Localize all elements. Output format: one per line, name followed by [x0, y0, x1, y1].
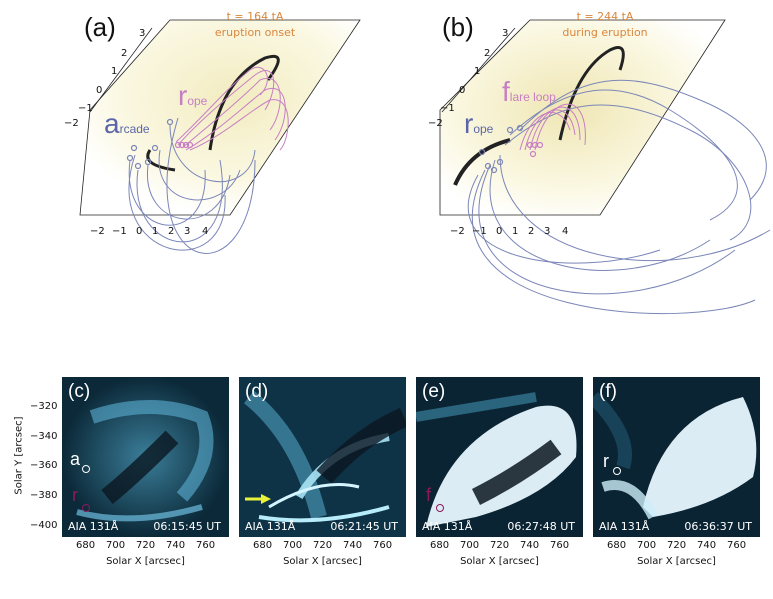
rope-label: rope [464, 108, 494, 139]
arrow-icon [245, 494, 271, 504]
time-label: 06:21:45 UT [330, 520, 398, 533]
ytick: −2 [428, 118, 443, 129]
ytick: 2 [121, 48, 128, 59]
xtick: −2 [450, 226, 465, 237]
instrument-label: AIA 131Å [245, 520, 296, 533]
current-sheet [208, 54, 280, 151]
panel-b: (b) t = 244 tA during eruption flare loo… [370, 0, 773, 320]
ytick: −2 [64, 118, 79, 129]
ytick: −1 [78, 103, 93, 114]
marker-r-label: r [72, 485, 78, 505]
panel-label: (b) [442, 12, 474, 42]
xtick: 1 [152, 226, 159, 237]
panel-c: (c) a r AIA 131Å 06:15:45 UT [62, 377, 229, 537]
marker-a-circle [82, 465, 90, 473]
marker-a-label: a [70, 449, 81, 469]
xtick: −1 [472, 226, 487, 237]
panel-b-drawing [439, 19, 771, 315]
x-axis-label: Solar X [arcsec] [106, 556, 185, 567]
xtick: 4 [562, 226, 569, 237]
panel-a: (a) t = 164 tA eruption onset rope arcad… [0, 0, 370, 300]
rope-loops [175, 67, 289, 151]
aia-image [416, 377, 583, 537]
xtick: 2 [168, 226, 175, 237]
flare-loops [519, 103, 586, 151]
panel-d: (d) AIA 131Å 06:21:45 UT [239, 377, 406, 537]
panel-label: (a) [84, 12, 116, 42]
time-label: t = 244 tA [576, 10, 634, 23]
panel-label: (d) [245, 381, 269, 402]
plane [79, 19, 361, 216]
aia-image [593, 377, 760, 537]
marker-r-circle [613, 467, 621, 475]
time-label: t = 164 tA [226, 10, 284, 23]
panel-label: (c) [68, 381, 91, 402]
marker-r-circle [82, 504, 90, 512]
ytick: −380 [30, 490, 58, 501]
time-label: 06:15:45 UT [153, 520, 221, 533]
time-label: 06:27:48 UT [507, 520, 575, 533]
panel-label: (f) [599, 381, 617, 402]
ytick: 1 [474, 66, 481, 77]
panel-a-drawing [79, 19, 361, 254]
arcade-label: arcade [104, 108, 150, 139]
x-axis-label: Solar X [arcsec] [637, 556, 716, 567]
instrument-label: AIA 131Å [422, 520, 473, 533]
phase-label: during eruption [562, 26, 648, 39]
ytick: 2 [484, 48, 491, 59]
ytick: 3 [139, 28, 146, 39]
ytick: 3 [502, 28, 509, 39]
ytick: 0 [96, 85, 103, 96]
panel-e: (e) f AIA 131Å 06:27:48 UT [416, 377, 583, 537]
ytick: −360 [30, 460, 58, 471]
instrument-label: AIA 131Å [599, 520, 650, 533]
ytick: −320 [30, 401, 58, 412]
panel-label: (e) [422, 381, 446, 402]
xtick: −1 [112, 226, 127, 237]
x-axis-label: Solar X [arcsec] [283, 556, 362, 567]
aia-image [239, 377, 406, 537]
aia-image [62, 377, 229, 537]
xtick: −2 [90, 226, 105, 237]
xtick: 2 [528, 226, 535, 237]
rope-label: rope [178, 80, 208, 111]
xtick: 0 [136, 226, 143, 237]
xtick: 1 [512, 226, 519, 237]
time-label: 06:36:37 UT [684, 520, 752, 533]
marker-r-label: r [603, 451, 609, 471]
marker-f-label: f [426, 485, 432, 505]
xtick: 4 [202, 226, 209, 237]
instrument-label: AIA 131Å [68, 520, 119, 533]
x-axis-label: Solar X [arcsec] [460, 556, 539, 567]
ytick: −340 [30, 431, 58, 442]
arcade-loops [128, 117, 256, 254]
flare-loop-label: flare loop [502, 76, 556, 107]
ytick: −1 [440, 103, 455, 114]
xtick: 3 [544, 226, 551, 237]
erupting-rope-loops [467, 79, 771, 315]
ytick: −400 [30, 520, 58, 531]
xtick: 3 [184, 226, 191, 237]
ytick: 0 [459, 85, 466, 96]
xtick: 0 [496, 226, 503, 237]
y-axis-label: Solar Y [arcsec] [13, 416, 25, 495]
panel-f: (f) r AIA 131Å 06:36:37 UT [593, 377, 760, 537]
marker-f-circle [436, 504, 444, 512]
ytick: 1 [111, 66, 118, 77]
phase-label: eruption onset [214, 26, 296, 39]
